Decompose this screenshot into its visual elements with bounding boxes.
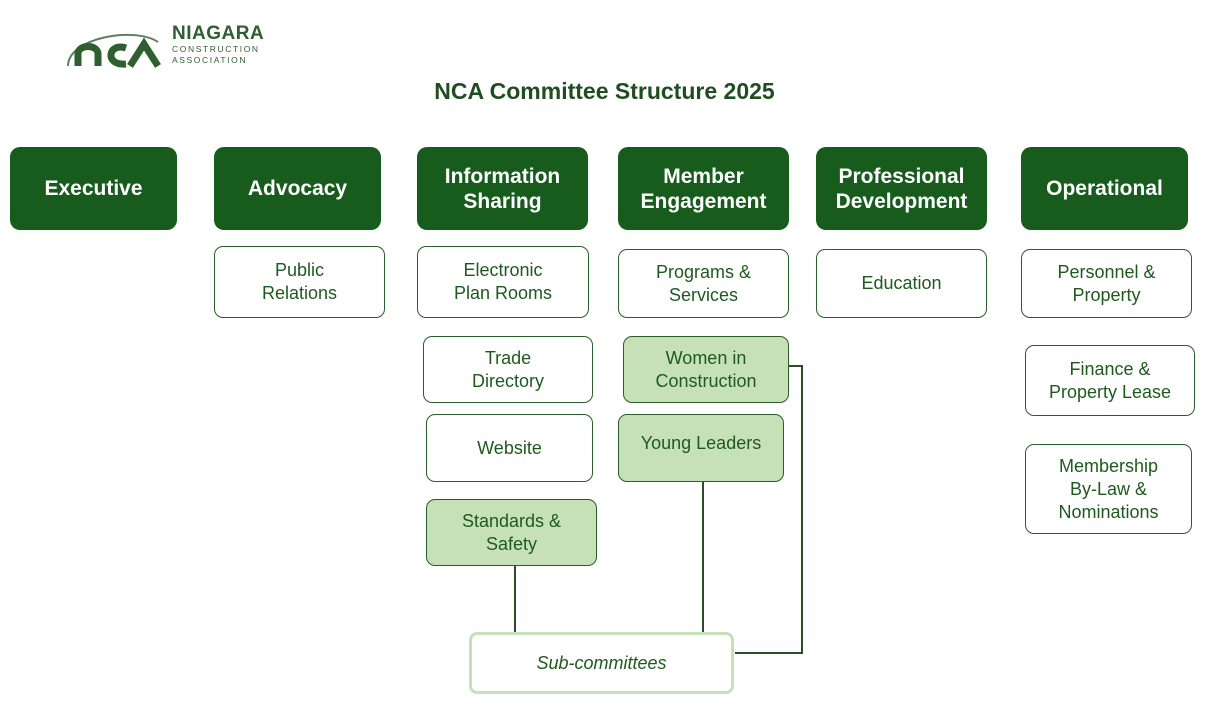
heading-operational: Operational bbox=[1021, 147, 1188, 230]
committee-programs-services: Programs & Services bbox=[618, 249, 789, 318]
connector-women bbox=[735, 365, 803, 654]
committee-website: Website bbox=[426, 414, 593, 482]
committee-education: Education bbox=[816, 249, 987, 318]
committee-membership-bylaw-nominations: Membership By-Law & Nominations bbox=[1025, 444, 1192, 534]
subcommittee-standards-safety: Standards & Safety bbox=[426, 499, 597, 566]
heading-information-sharing: Information Sharing bbox=[417, 147, 588, 230]
nca-logo: NIAGARA CONSTRUCTION ASSOCIATION bbox=[64, 24, 264, 72]
committee-public-relations: Public Relations bbox=[214, 246, 385, 318]
logo-wordmark: NIAGARA CONSTRUCTION ASSOCIATION bbox=[172, 24, 264, 64]
committee-finance-property-lease: Finance & Property Lease bbox=[1025, 345, 1195, 416]
heading-member-engagement: Member Engagement bbox=[618, 147, 789, 230]
page-title: NCA Committee Structure 2025 bbox=[434, 78, 775, 104]
logo-line-2: ASSOCIATION bbox=[172, 54, 248, 65]
logo-line-1: CONSTRUCTION bbox=[172, 44, 260, 54]
committee-electronic-plan-rooms: Electronic Plan Rooms bbox=[417, 246, 589, 318]
committee-personnel-property: Personnel & Property bbox=[1021, 249, 1192, 318]
heading-executive: Executive bbox=[10, 147, 177, 230]
subcommittees-label: Sub-committees bbox=[469, 632, 734, 694]
nca-logo-icon bbox=[67, 33, 161, 68]
logo-name: NIAGARA bbox=[172, 23, 265, 44]
subcommittee-young-leaders: Young Leaders bbox=[618, 414, 784, 482]
committee-trade-directory: Trade Directory bbox=[423, 336, 593, 403]
heading-advocacy: Advocacy bbox=[214, 147, 381, 230]
heading-professional-development: Professional Development bbox=[816, 147, 987, 230]
subcommittee-women-in-construction: Women in Construction bbox=[623, 336, 789, 403]
